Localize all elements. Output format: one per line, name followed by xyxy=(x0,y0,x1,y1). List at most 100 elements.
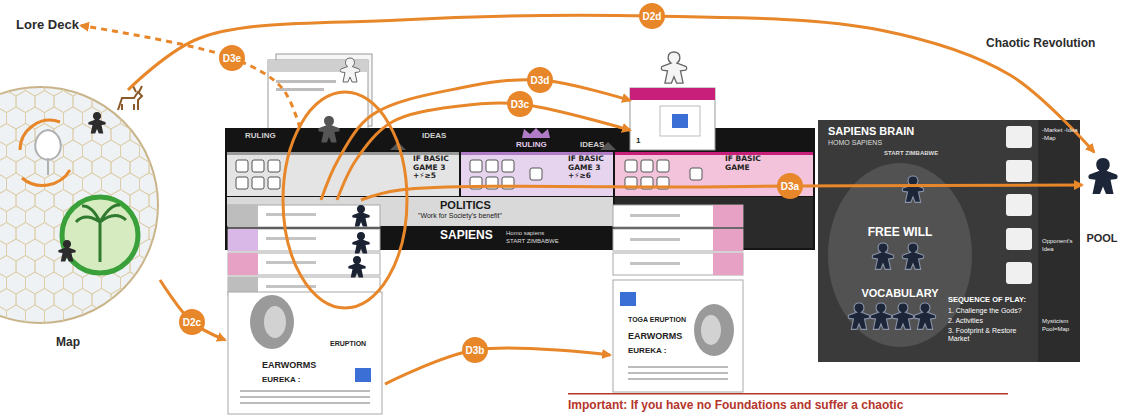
flow-arrow xyxy=(361,185,1082,200)
map-hex xyxy=(54,157,73,179)
node-text: POOL xyxy=(1082,232,1122,245)
map-hex xyxy=(168,157,187,179)
map-hex xyxy=(64,305,83,327)
node-text: Mysticism Pool=Map xyxy=(1042,318,1078,333)
node-text: RULING xyxy=(516,140,547,149)
action-icon xyxy=(470,160,482,172)
map-hex xyxy=(0,256,16,278)
rule-note: Important: If you have no Foundations an… xyxy=(568,398,903,412)
top-card xyxy=(630,88,715,150)
brain-icon xyxy=(1006,194,1032,216)
map-hex xyxy=(168,256,187,278)
map-hex xyxy=(130,289,149,311)
ear-picture xyxy=(264,306,286,338)
action-icon xyxy=(690,168,702,180)
node-text: VOCABULARY xyxy=(855,287,945,300)
step-badge: D3a xyxy=(777,173,803,199)
map-hex xyxy=(64,272,83,294)
map-hex xyxy=(54,91,73,113)
brain-board xyxy=(818,120,1080,362)
card-line xyxy=(266,213,316,216)
node-text: 1. Challenge the Gods? xyxy=(948,307,1036,315)
map-hex xyxy=(16,256,35,278)
map-hex xyxy=(149,190,168,212)
map-hex xyxy=(168,124,187,146)
step-badge: D3c xyxy=(507,91,533,117)
map-hex xyxy=(26,206,45,228)
map-hex xyxy=(7,173,26,195)
map-hex xyxy=(149,322,168,344)
ear-picture xyxy=(701,315,721,345)
map-hex xyxy=(159,239,178,261)
map-hex xyxy=(140,239,159,261)
node-text: FREE WILL xyxy=(860,226,940,240)
crown-icon xyxy=(522,128,550,138)
map-hex xyxy=(73,289,92,311)
node-text: "Work for Society's benefit" xyxy=(418,212,502,220)
map-hex xyxy=(35,91,54,113)
map-hex xyxy=(0,190,16,212)
map-hex xyxy=(92,289,111,311)
action-icon xyxy=(236,177,248,189)
map-hex xyxy=(26,272,45,294)
card-tab xyxy=(713,253,743,275)
card-line xyxy=(628,378,728,380)
map-hex xyxy=(130,256,149,278)
map-hex xyxy=(16,322,35,344)
map-hex xyxy=(7,74,26,96)
map-region xyxy=(62,197,138,273)
card-icon xyxy=(620,292,636,306)
politics-board xyxy=(225,128,815,250)
step-badge: D2d xyxy=(639,3,665,29)
map-hex xyxy=(102,140,121,162)
ear-picture xyxy=(250,295,294,349)
map-hex xyxy=(130,322,149,344)
map-hex xyxy=(0,74,7,96)
card-line xyxy=(276,88,324,91)
node-text: TOGA ERUPTION xyxy=(628,316,686,324)
map-hex xyxy=(92,322,111,344)
action-icon xyxy=(252,177,264,189)
meeple-token xyxy=(902,243,923,269)
eureka-card xyxy=(613,280,743,392)
card-strip xyxy=(613,229,743,251)
node-text: EARWORMS xyxy=(628,331,682,341)
card-tab xyxy=(713,229,743,251)
map-hex xyxy=(149,223,168,245)
map-hex xyxy=(111,157,130,179)
map-hex xyxy=(26,239,45,261)
node-text: 2. Activities xyxy=(948,317,1036,325)
card-tab xyxy=(713,205,743,227)
step-badge: D2c xyxy=(179,309,205,335)
node-text: SAPIENS xyxy=(440,229,493,243)
brain-icon xyxy=(1006,262,1032,284)
map-hex xyxy=(102,107,121,129)
map-hex xyxy=(35,190,54,212)
map-hex xyxy=(149,91,168,113)
map-hex xyxy=(168,91,187,113)
map-hex xyxy=(0,289,16,311)
card-column: ERUPTIONEARWORMSEUREKA : xyxy=(225,200,385,414)
meeple-token xyxy=(352,232,370,254)
meeple-token xyxy=(902,176,923,202)
map-hex xyxy=(0,223,16,245)
map-hex xyxy=(149,289,168,311)
map-hex xyxy=(168,223,187,245)
map-hex xyxy=(7,140,26,162)
card-tab xyxy=(228,229,258,251)
action-icon xyxy=(657,160,669,172)
player-board: SAPIENS BRAINHOMO SAPIENSSTART ZIMBABWE-… xyxy=(818,120,1080,362)
node-text: Homo sapiens xyxy=(506,230,544,237)
map-hex xyxy=(140,140,159,162)
meeple-token xyxy=(348,256,366,278)
map-hex xyxy=(0,322,16,344)
top-card: 1 xyxy=(630,88,715,150)
map-hex xyxy=(159,107,178,129)
card-tab xyxy=(228,205,258,227)
map-hex xyxy=(140,173,159,195)
map-hex xyxy=(45,305,64,327)
pool-node: POOL xyxy=(1082,152,1122,252)
node-text: Map xyxy=(56,336,80,350)
map-hex xyxy=(83,140,102,162)
